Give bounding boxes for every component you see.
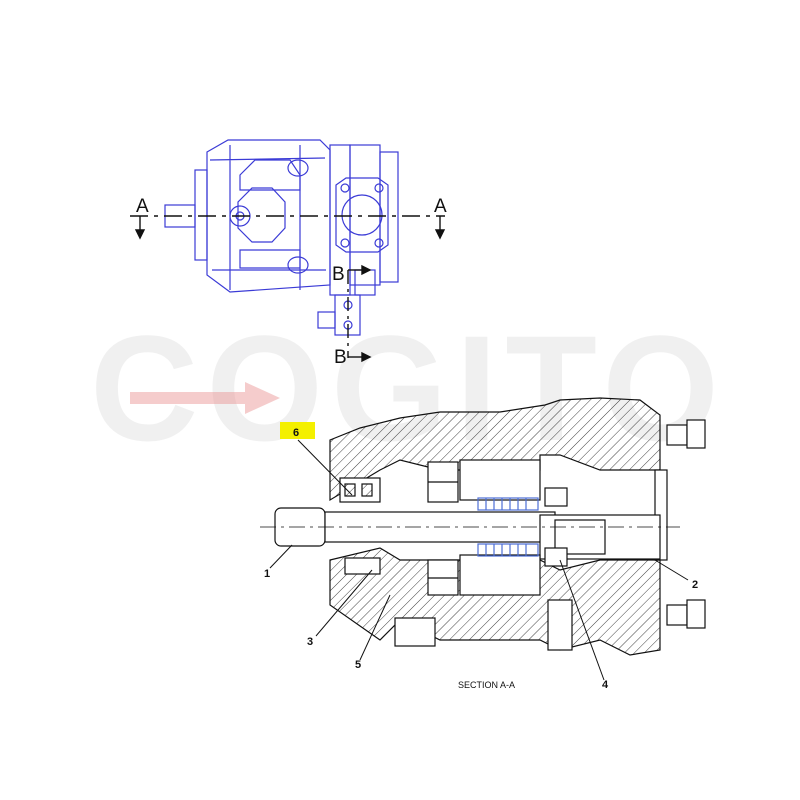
housing-upper-section [329, 397, 661, 502]
section-caption: SECTION A-A [458, 680, 515, 690]
section-line-b [347, 264, 372, 363]
spring-upper [477, 497, 539, 511]
section-mark-b-bottom: B [334, 347, 347, 368]
section-line-a [130, 215, 446, 240]
leader-lines [269, 439, 689, 681]
callout-5: 5 [355, 659, 361, 671]
callout-2: 2 [692, 579, 698, 591]
callout-4: 4 [602, 679, 609, 691]
pump-top-view [164, 139, 399, 336]
rear-seal-ring [544, 487, 568, 507]
cylinder-block-top [459, 459, 541, 501]
callout-6: 6 [293, 427, 299, 439]
spring-lower [477, 543, 539, 557]
callout-6-highlight [280, 422, 315, 439]
cylinder-block-bottom [459, 554, 541, 596]
callout-1: 1 [264, 568, 270, 580]
section-mark-a-left: A [136, 196, 149, 217]
section-mark-a-right: A [434, 196, 447, 217]
section-a-a-drawing [260, 397, 706, 656]
callout-3: 3 [307, 636, 313, 648]
port-flange [335, 177, 389, 253]
section-mark-b-top: B [332, 264, 345, 285]
watermark-arrow-icon [130, 382, 280, 414]
octagon-boss [237, 187, 286, 243]
port-opening [341, 194, 383, 236]
